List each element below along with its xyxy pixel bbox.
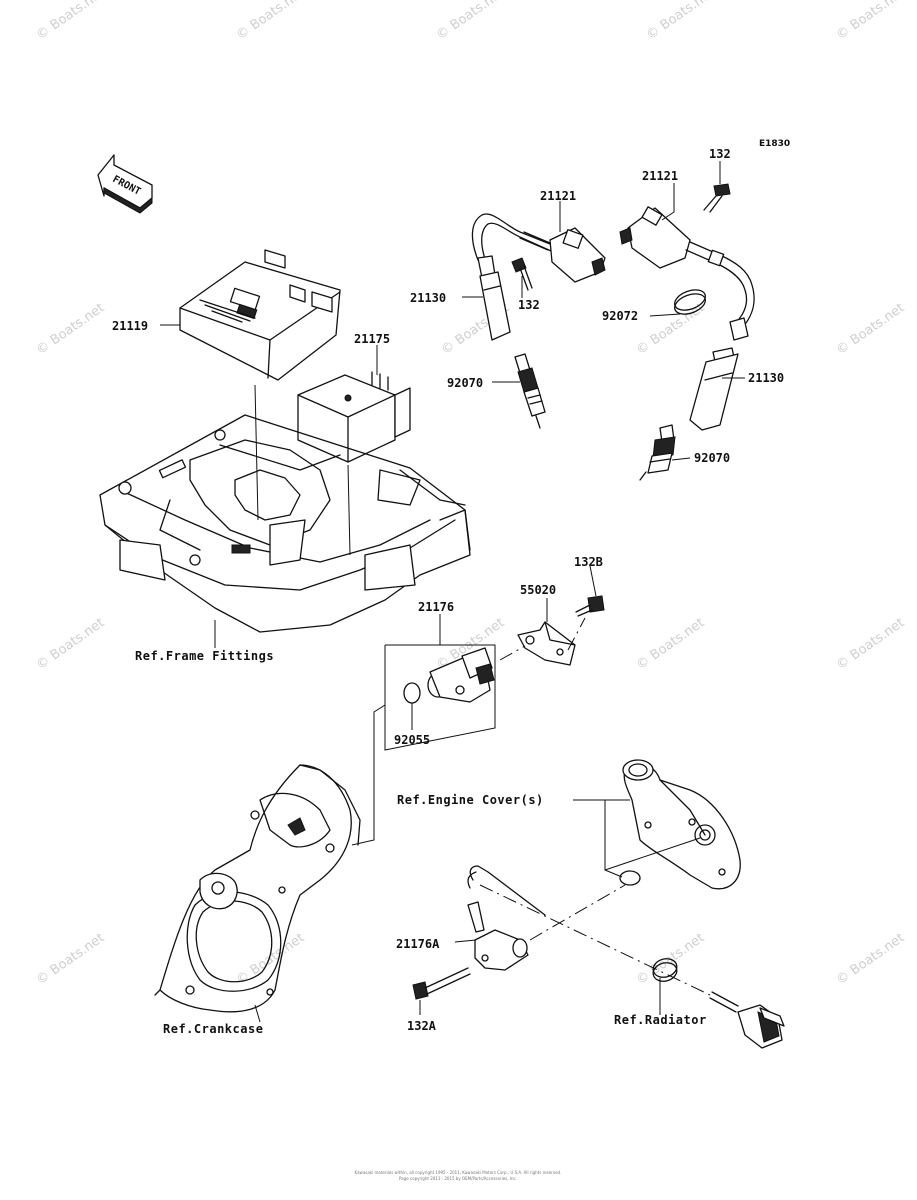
leader-lines — [160, 161, 745, 1023]
label-21130-right: 21130 — [748, 371, 784, 385]
watermark: © Boats.net — [434, 0, 508, 43]
bolt-132-top-icon — [703, 183, 731, 213]
spark-plug-center-icon — [514, 353, 546, 429]
watermark: © Boats.net — [34, 930, 108, 988]
diagram-code: E1830 — [759, 139, 790, 149]
watermark: © Boats.net — [834, 930, 908, 988]
label-21175: 21175 — [354, 332, 390, 346]
bolt-132B-icon — [575, 595, 605, 617]
bolt-132-center-icon — [511, 257, 533, 291]
label-21130-left: 21130 — [410, 291, 446, 305]
ignition-coil-right-icon — [619, 206, 755, 341]
bolt-132A-icon — [412, 967, 471, 1000]
copyright-line-2: Page copyright 2011 - 2015 by OEM/Parts/… — [399, 1176, 517, 1181]
label-132A: 132A — [407, 1019, 437, 1033]
plug-cap-center-icon — [477, 255, 511, 341]
ref-radiator: Ref.Radiator — [614, 1013, 707, 1027]
label-132-mid: 132 — [518, 298, 540, 312]
sensor-21176-icon — [427, 647, 495, 703]
label-21176: 21176 — [418, 600, 454, 614]
bracket-55020-icon — [517, 621, 576, 666]
label-132-top: 132 — [709, 147, 731, 161]
watermark: © Boats.net — [834, 0, 908, 43]
clamp-radiator-icon — [652, 958, 678, 982]
label-21176A: 21176A — [396, 937, 440, 951]
watermark: © Boats.net — [234, 0, 308, 43]
connector-icon — [709, 991, 785, 1049]
watermark: © Boats.net — [834, 300, 908, 358]
label-92072: 92072 — [602, 309, 638, 323]
label-92070-left: 92070 — [447, 376, 483, 390]
ecu-21119-icon — [179, 249, 341, 381]
oring-92055-icon — [403, 682, 421, 704]
label-92070-right: 92070 — [694, 451, 730, 465]
watermark: © Boats.net — [34, 0, 108, 43]
part-labels: 132 21121 21121 21130 132 92072 21119 21… — [112, 147, 784, 1033]
label-55020: 55020 — [520, 583, 556, 597]
label-132B: 132B — [574, 555, 603, 569]
engine-cover-icon — [622, 759, 741, 890]
watermark: © Boats.net — [634, 300, 708, 358]
label-92055: 92055 — [394, 733, 430, 747]
spark-plug-right-icon — [639, 424, 676, 481]
label-21121-right: 21121 — [642, 169, 678, 183]
ignition-coil-center-icon — [471, 213, 606, 283]
watermark: © Boats.net — [34, 615, 108, 673]
reference-labels: Ref.Frame Fittings Ref.Engine Cover(s) R… — [135, 649, 707, 1036]
oring-cover-icon — [619, 870, 641, 886]
clamp-92072-icon — [674, 289, 706, 315]
crankcase-icon — [154, 764, 361, 1013]
watermark: © Boats.net — [634, 615, 708, 673]
copyright-line-1: Kawasaki materials within, all copyright… — [355, 1170, 562, 1175]
ref-crankcase: Ref.Crankcase — [163, 1022, 263, 1036]
label-21121-center: 21121 — [540, 189, 576, 203]
plug-cap-right-icon — [689, 347, 739, 431]
label-21119: 21119 — [112, 319, 148, 333]
front-arrow-icon: FRONT — [97, 154, 153, 214]
watermark: © Boats.net — [34, 300, 108, 358]
frame-tray-icon — [99, 414, 471, 633]
sensor-21176A-icon — [467, 865, 546, 971]
ref-frame-fittings: Ref.Frame Fittings — [135, 649, 274, 663]
watermark: © Boats.net — [834, 615, 908, 673]
ref-engine-cover: Ref.Engine Cover(s) — [397, 793, 544, 807]
relay-21175-icon — [297, 371, 411, 463]
watermark: © Boats.net — [644, 0, 718, 43]
watermark: © Boats.net — [234, 930, 308, 988]
